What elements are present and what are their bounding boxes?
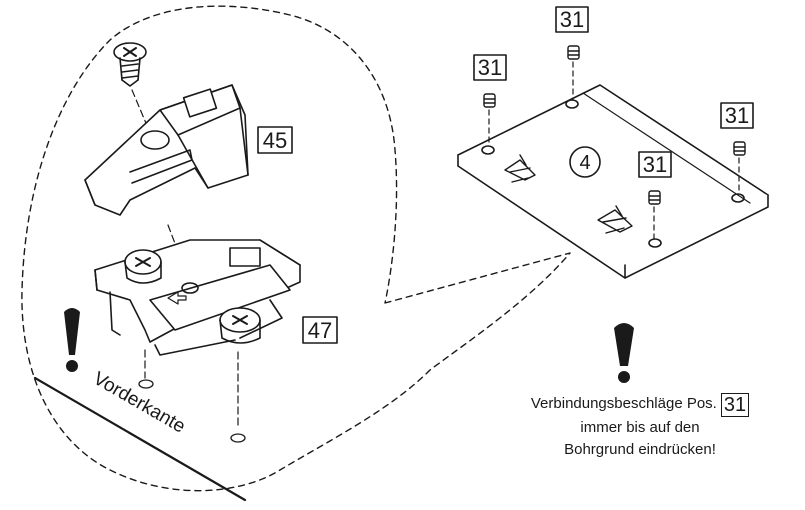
exclamation-icon	[64, 308, 80, 372]
exclamation-icon	[614, 323, 634, 383]
part-label-31: 31	[560, 7, 584, 32]
part-box-31-d	[638, 151, 672, 178]
screw-axis	[131, 89, 149, 129]
part-box-31-b	[555, 6, 589, 33]
screw-icon	[113, 42, 147, 87]
panel-icon	[457, 84, 769, 279]
note-text-1: Verbindungsbeschläge Pos.	[530, 395, 717, 412]
part-box-47	[302, 316, 338, 344]
part-label-47: 47	[308, 318, 332, 343]
front-edge-label: Vorderkante	[90, 368, 189, 437]
mounting-plate-icon	[94, 239, 301, 356]
part-box-31-c	[720, 102, 754, 129]
part-label-31: 31	[643, 152, 667, 177]
drill-hole	[138, 379, 154, 389]
detail-callout-bubble	[21, 5, 571, 492]
connector-peg-icon	[483, 45, 746, 205]
part-label-31: 31	[725, 103, 749, 128]
note-line-1: Verbindungsbeschläge Pos.31	[505, 393, 775, 417]
front-edge-line	[33, 376, 247, 502]
drill-hole	[230, 433, 246, 443]
note-part-box-31: 31	[720, 393, 750, 417]
note-line-2: immer bis auf den	[580, 419, 700, 436]
note-line-3: Bohrgrund eindrücken!	[564, 441, 716, 458]
hinge-cover-icon	[84, 84, 249, 216]
panel-part-number: 4	[579, 152, 590, 174]
part-box-31-a	[473, 54, 507, 81]
part-box-45	[257, 126, 293, 154]
part-label-45: 45	[263, 128, 287, 153]
part-label-31: 31	[478, 55, 502, 80]
